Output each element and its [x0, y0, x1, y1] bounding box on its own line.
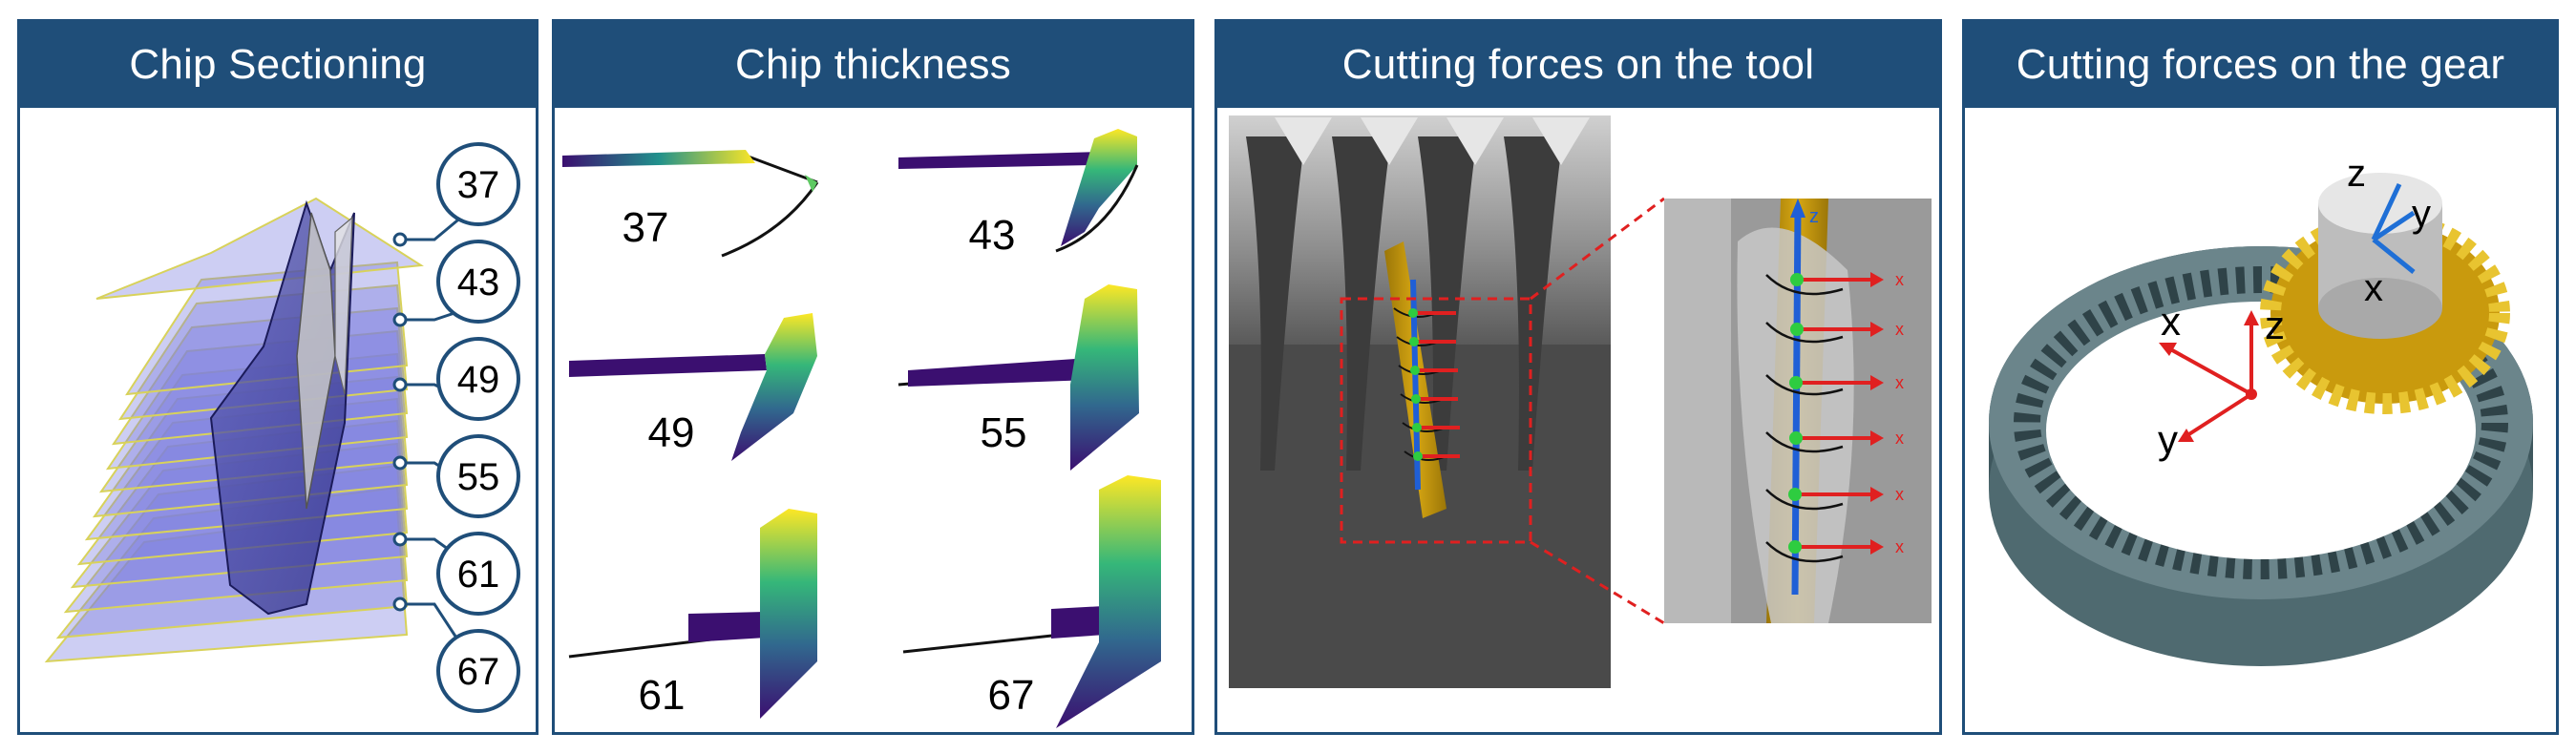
pinion-axis-x: x	[2364, 267, 2383, 309]
thickness-label-61: 61	[639, 672, 686, 719]
inset-axis-x-1: x	[1895, 270, 1904, 289]
pinion-axis-z: z	[2347, 153, 2366, 195]
panel-chip-thickness: Chip thickness	[552, 19, 1194, 735]
forces-tool-figure: z x x x	[1217, 108, 1939, 732]
inset-axis-z: z	[1809, 206, 1819, 227]
inset-axis-x-5: x	[1895, 485, 1904, 504]
chip-body	[209, 199, 355, 616]
forces-tool-svg: z x x x	[1229, 115, 1932, 688]
thickness-profile-49	[568, 313, 817, 461]
section-leader-dots	[392, 232, 408, 612]
panel-forces-tool: Cutting forces on the tool	[1214, 19, 1942, 735]
panel-title: Cutting forces on the gear	[1965, 22, 2556, 108]
section-label-67: 67	[457, 651, 500, 693]
section-label-49: 49	[457, 359, 500, 401]
panel-forces-gear: Cutting forces on the gear	[1962, 19, 2559, 735]
inset-axis-x-2: x	[1895, 320, 1904, 339]
section-label-37: 37	[457, 164, 500, 206]
inset-axis-x-4: x	[1895, 429, 1904, 448]
section-label-55: 55	[457, 456, 500, 498]
thickness-label-49: 49	[648, 409, 695, 456]
section-label-61: 61	[457, 554, 500, 596]
panel-title: Chip thickness	[555, 22, 1192, 108]
section-callouts	[436, 142, 520, 713]
pinion-axes	[2371, 182, 2416, 274]
thickness-profile-43	[897, 129, 1139, 253]
pinion-axis-y: y	[2412, 193, 2431, 235]
gear-axis-y: y	[2158, 417, 2178, 462]
chip-sectioning-svg: 37 43 49 55 61 67	[44, 142, 520, 713]
panel-title: Cutting forces on the tool	[1217, 22, 1939, 108]
gear-force-axes	[2164, 318, 2253, 439]
zoom-indicator	[1340, 197, 1665, 625]
gear-rendering	[1229, 115, 1611, 688]
forces-gear-figure: z y x z x y	[1965, 108, 2556, 732]
thickness-profile-37	[561, 150, 819, 258]
gear-axis-z: z	[2265, 303, 2285, 347]
inset-axis-x-6: x	[1895, 537, 1904, 556]
section-label-43: 43	[457, 262, 500, 304]
thickness-label-55: 55	[981, 409, 1027, 456]
thickness-label-67: 67	[988, 672, 1035, 719]
forces-gear-svg: z y x z x y	[1989, 153, 2533, 666]
thickness-profile-55	[897, 284, 1139, 471]
panel-chip-sectioning: Chip Sectioning	[17, 19, 538, 735]
zoom-inset: z x x x	[1664, 199, 1932, 624]
thickness-profile-61	[568, 509, 817, 719]
chip-thickness-figure: 37 43 49 55 61 67	[555, 108, 1192, 732]
chip-sectioning-figure: 37 43 49 55 61 67	[20, 108, 536, 732]
gear-axis-x: x	[2161, 299, 2181, 344]
inset-axis-x-3: x	[1895, 373, 1904, 392]
thickness-profile-67	[902, 475, 1161, 728]
thickness-label-43: 43	[969, 212, 1016, 259]
chip-thickness-svg: 37 43 49 55 61 67	[561, 129, 1161, 728]
panel-title: Chip Sectioning	[20, 22, 536, 108]
pinion-gear	[2260, 173, 2510, 414]
thickness-label-37: 37	[623, 204, 669, 251]
